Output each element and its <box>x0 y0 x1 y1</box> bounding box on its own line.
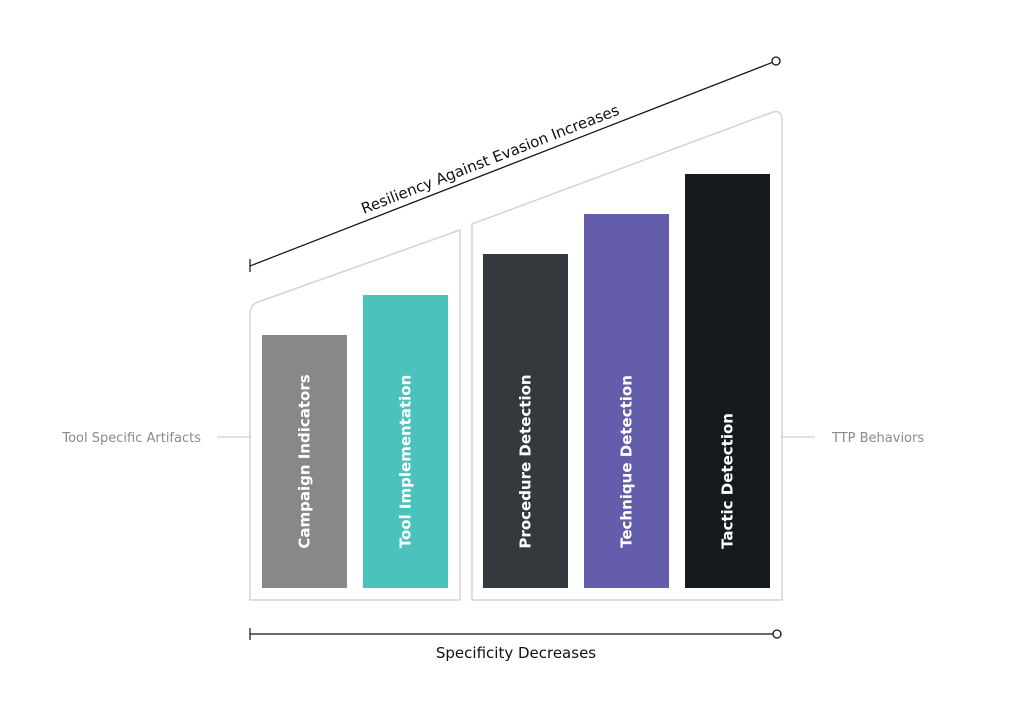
specificity-axis: Specificity Decreases <box>249 628 782 662</box>
left-group-frame <box>249 228 461 601</box>
bars-group: Campaign Indicators Tool Implementation … <box>262 174 770 588</box>
bar-technique-detection-label: Technique Detection <box>618 375 636 548</box>
bar-technique-detection-rect <box>584 214 669 588</box>
specificity-axis-end-marker <box>772 629 782 639</box>
bar-tool-implementation: Tool Implementation <box>363 295 448 588</box>
left-side-annotation: Tool Specific Artifacts <box>61 431 250 446</box>
resiliency-axis-label: Resiliency Against Evasion Increases <box>359 101 622 218</box>
bar-tactic-detection-label: Tactic Detection <box>719 413 737 549</box>
bar-procedure-detection: Procedure Detection <box>483 254 568 588</box>
bar-campaign-indicators-rect <box>262 335 347 588</box>
resiliency-axis-line <box>249 60 777 267</box>
right-side-label: TTP Behaviors <box>831 431 924 446</box>
right-group-frame <box>471 110 783 601</box>
bar-campaign-indicators-label: Campaign Indicators <box>296 374 314 548</box>
bar-campaign-indicators: Campaign Indicators <box>262 335 347 588</box>
bar-procedure-detection-rect <box>483 254 568 588</box>
bar-tool-implementation-rect <box>363 295 448 588</box>
right-side-annotation: TTP Behaviors <box>782 431 924 446</box>
bar-tactic-detection-rect <box>685 174 770 588</box>
bar-procedure-detection-label: Procedure Detection <box>517 374 535 548</box>
bar-technique-detection: Technique Detection <box>584 214 669 588</box>
resiliency-axis-end-marker <box>771 56 781 66</box>
left-side-label: Tool Specific Artifacts <box>61 431 201 446</box>
bar-tactic-detection: Tactic Detection <box>685 174 770 588</box>
bar-tool-implementation-label: Tool Implementation <box>397 375 415 549</box>
specificity-axis-label: Specificity Decreases <box>436 644 596 662</box>
